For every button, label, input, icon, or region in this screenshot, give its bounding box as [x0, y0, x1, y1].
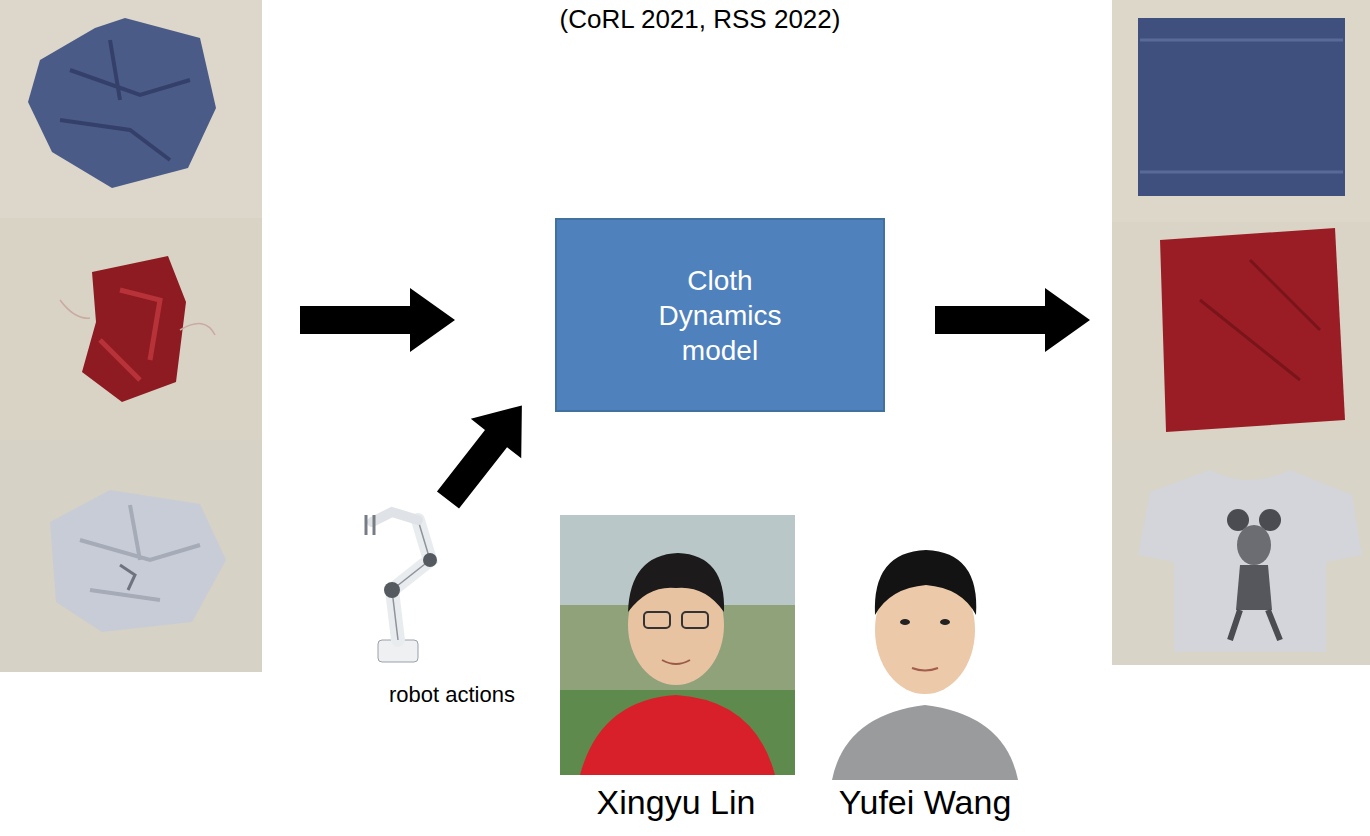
- illustration-part: [100, 290, 160, 380]
- illustration-part: [0, 440, 262, 672]
- illustration-part: [1138, 18, 1345, 196]
- illustration-part: [940, 619, 950, 625]
- image-caption: robot actions: [389, 682, 515, 708]
- illustration-part: [580, 695, 775, 775]
- illustration-part: [832, 705, 1018, 780]
- illustration-part: [628, 553, 724, 612]
- illustration-part: [1140, 40, 1343, 172]
- illustration-part: [560, 515, 795, 775]
- illustration-part: [60, 300, 215, 335]
- portrait-photo: [560, 515, 795, 775]
- illustration-part: [560, 690, 795, 775]
- illustration-part: [392, 520, 430, 640]
- illustration-part: [912, 668, 938, 671]
- illustration-part: [0, 0, 262, 218]
- illustration-part: [423, 553, 437, 567]
- illustration-part: [384, 582, 400, 598]
- illustration-part: [300, 288, 455, 352]
- portrait-photo: [820, 525, 1030, 780]
- illustration-part: [50, 490, 226, 632]
- illustration-part: [875, 550, 976, 615]
- illustration-part: [682, 612, 708, 628]
- illustration-part: [1200, 260, 1320, 380]
- illustration-part: [1138, 470, 1362, 652]
- illustration-part: [820, 525, 1030, 780]
- illustration-part: [1236, 565, 1272, 610]
- illustration-part: [644, 612, 670, 628]
- illustration-part: [366, 515, 374, 535]
- illustration-part: [1112, 440, 1370, 665]
- illustration-part: [662, 660, 690, 664]
- illustration-part: [60, 40, 190, 160]
- illustration-part: [392, 520, 430, 640]
- illustration-part: [372, 512, 418, 522]
- person-name: Xingyu Lin: [597, 782, 756, 823]
- box-label: Cloth Dynamics model: [645, 263, 795, 368]
- illustration-part: [28, 18, 216, 188]
- illustration-part: [423, 386, 547, 520]
- illustration-part: [935, 288, 1090, 352]
- person-name: Yufei Wang: [839, 782, 1012, 823]
- illustration-part: [82, 256, 186, 402]
- illustration-part: [1237, 525, 1271, 565]
- illustration-part: [80, 505, 200, 600]
- illustration-part: [900, 619, 910, 625]
- illustration-part: [120, 565, 135, 590]
- illustration-part: [0, 218, 262, 440]
- illustration-part: [1160, 228, 1345, 432]
- illustration-part: [423, 386, 547, 520]
- illustration-part: [1112, 222, 1370, 440]
- robot-arm-icon: [366, 512, 437, 662]
- flattened-cloth-photos: [1112, 0, 1370, 665]
- process-box: Cloth Dynamics model: [555, 218, 885, 412]
- illustration-part: [1112, 0, 1370, 222]
- title: (CoRL 2021, RSS 2022): [560, 4, 841, 35]
- crumpled-cloth-photos: [0, 0, 262, 672]
- illustration-part: [1230, 610, 1280, 640]
